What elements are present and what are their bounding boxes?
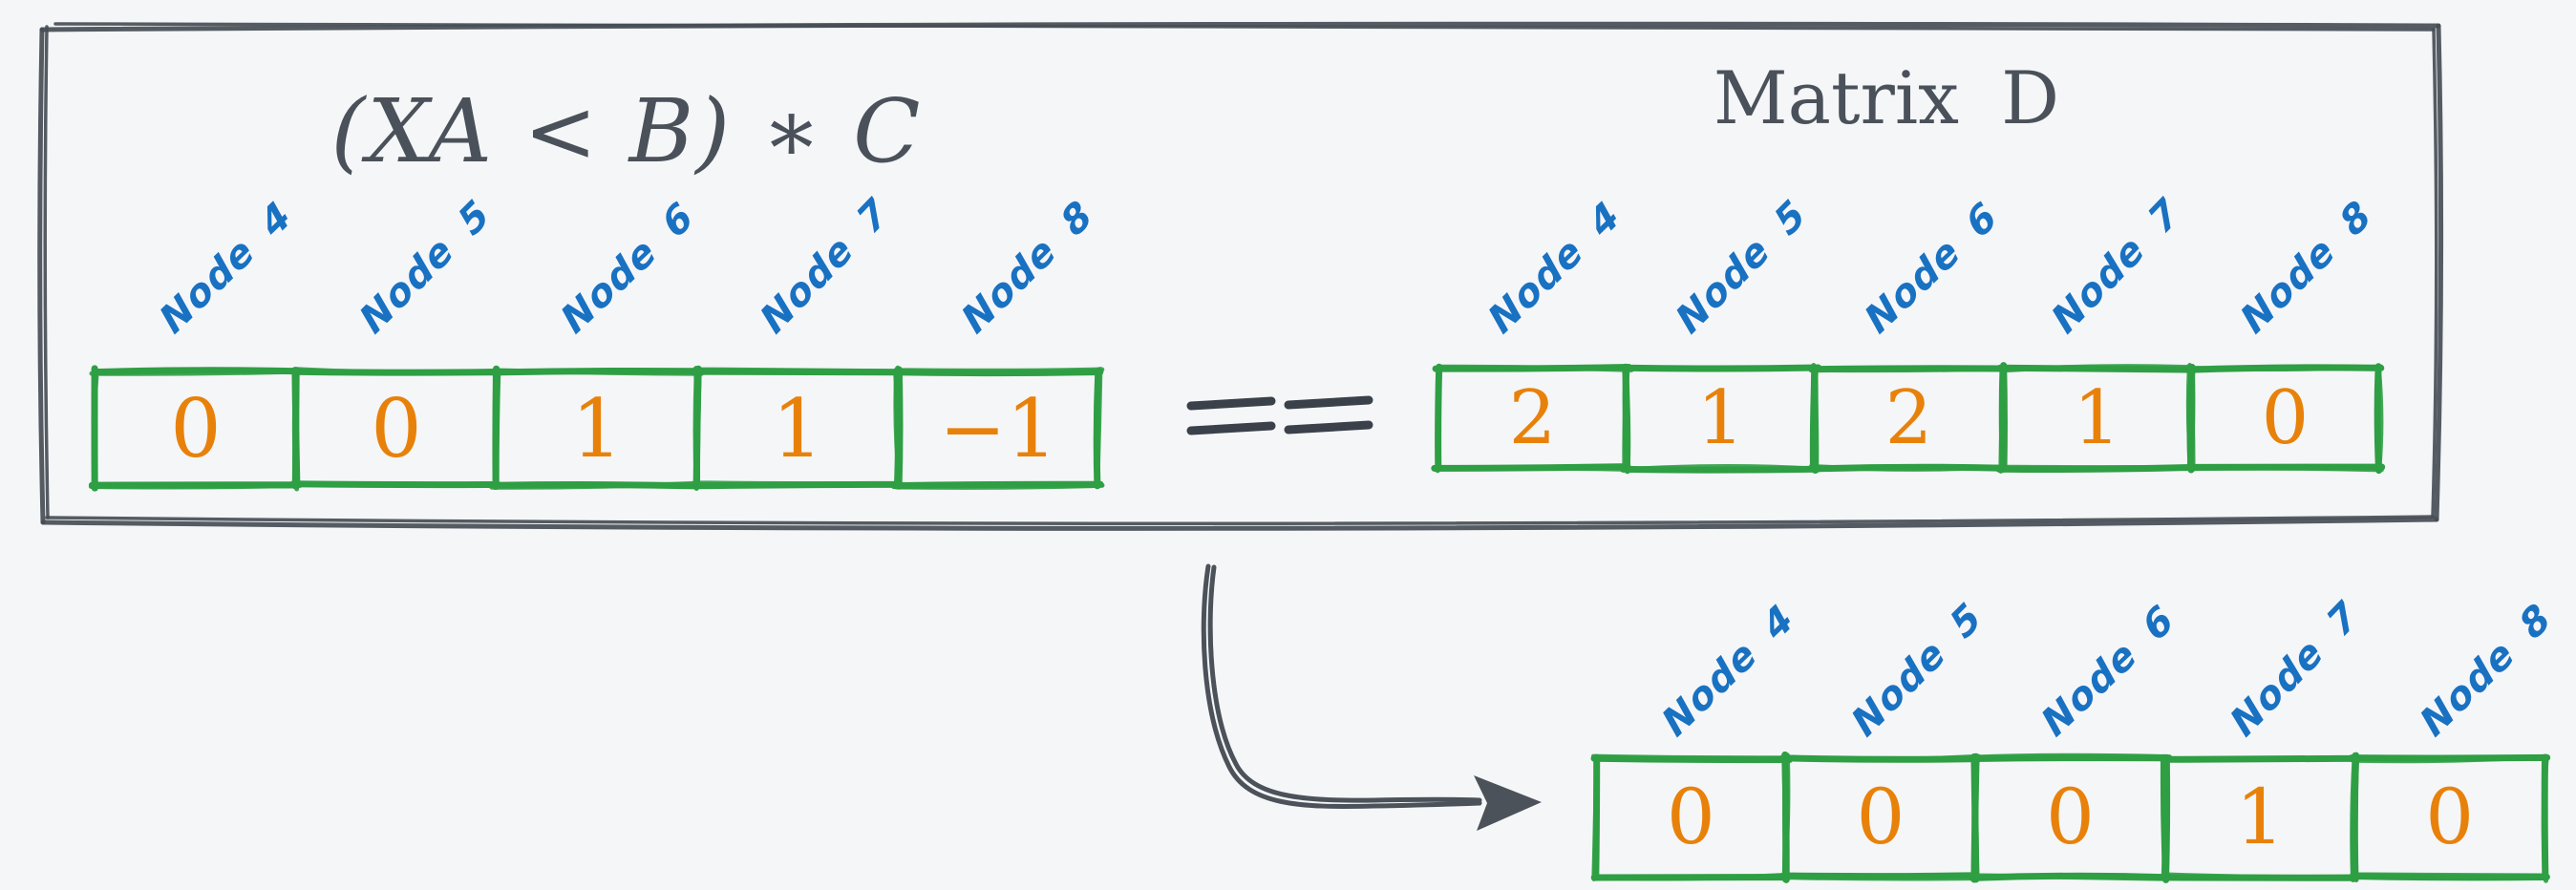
arrow-shaft <box>1207 564 1482 803</box>
left-array-cell-value: −1 <box>939 381 1057 476</box>
outer-frame-stroke <box>2431 28 2438 519</box>
right-array-cell-value: 0 <box>2261 375 2310 461</box>
left-array-cell-value: 0 <box>170 381 222 476</box>
outer-frame-stroke <box>37 27 46 525</box>
curved-result-arrow <box>1201 563 1542 831</box>
result-array-cell-value: 1 <box>2235 773 2285 861</box>
arrow-shaft <box>1201 563 1482 809</box>
left-array-cell-value: 0 <box>371 381 422 476</box>
right-array-cell-value: 1 <box>1696 375 1745 461</box>
result-array-cell-value: 0 <box>1666 773 1715 861</box>
right-matrix-title: Matrix D <box>1713 55 2060 140</box>
left-array-cell-value: 1 <box>772 381 823 476</box>
equals-stroke <box>1284 420 1373 434</box>
result-array-cell-value: 0 <box>1856 773 1905 861</box>
array-cell-boxes <box>88 362 2551 883</box>
result-array-cell-box <box>2350 752 2549 883</box>
outer-frame-stroke <box>2434 23 2444 522</box>
outer-frame-stroke <box>43 25 50 519</box>
right-array-cell-value: 2 <box>1508 375 1557 461</box>
equals-stroke <box>1186 396 1276 411</box>
result-array-cell-value: 0 <box>2425 773 2475 861</box>
outer-frame-stroke <box>53 22 2436 32</box>
left-array-cell-box <box>893 365 1105 490</box>
outer-frame <box>37 21 2444 531</box>
outer-frame-stroke <box>40 517 2439 531</box>
right-array-cell-box <box>2185 364 2384 474</box>
left-array-cell-value: 1 <box>571 381 623 476</box>
outer-frame-stroke <box>39 21 2441 32</box>
arrow-head <box>1474 775 1542 831</box>
right-array-cell-value: 1 <box>2073 375 2121 461</box>
double-equals-operator <box>1186 395 1373 435</box>
equals-stroke <box>1186 421 1276 435</box>
equals-stroke <box>1284 395 1373 410</box>
left-expression-title: (XA < B) ∗ C <box>330 80 923 182</box>
result-array-cell-value: 0 <box>2046 773 2095 861</box>
right-array-cell-value: 2 <box>1884 375 1933 461</box>
outer-frame-stroke <box>45 515 2435 526</box>
